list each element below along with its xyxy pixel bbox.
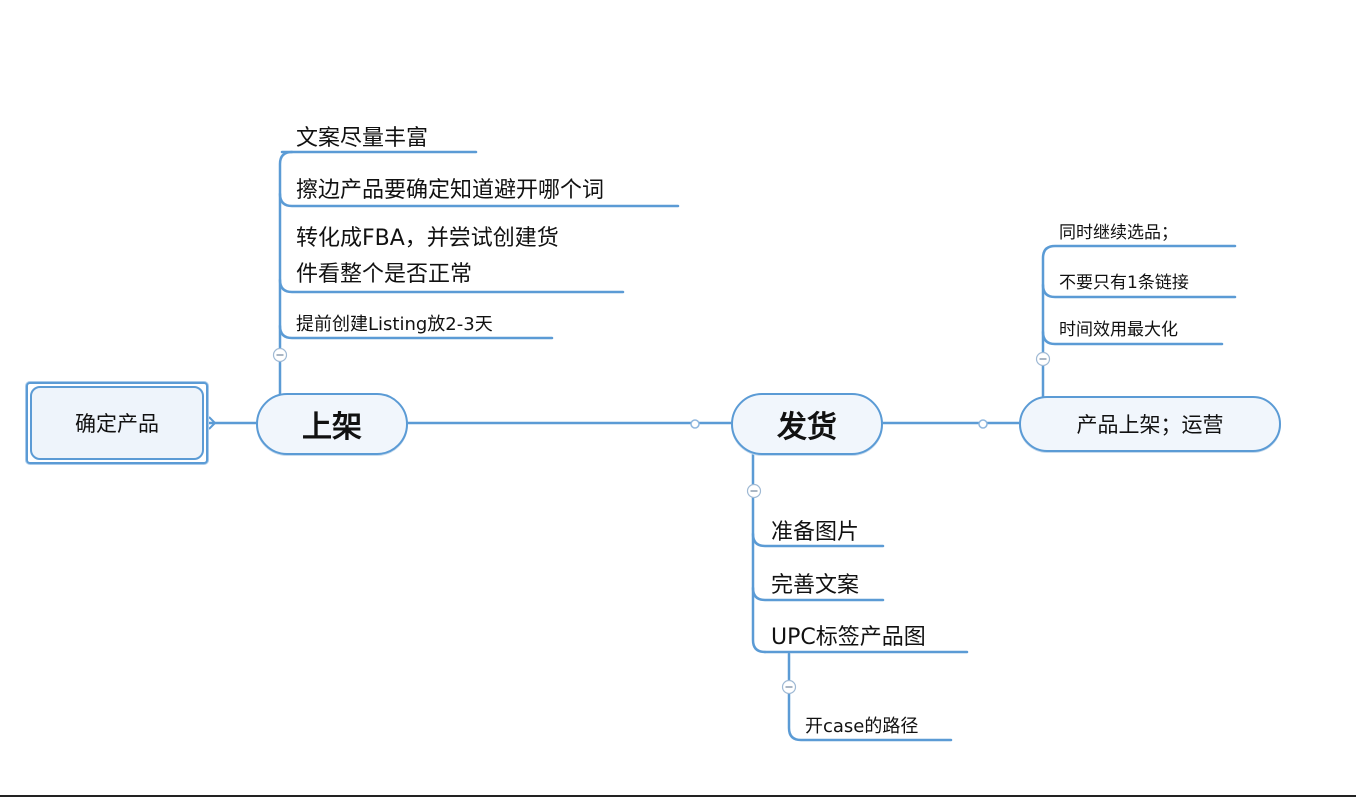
collapse-toggle-upc[interactable] [781, 679, 797, 695]
listing-leaf2-connector [278, 192, 680, 208]
listing-leaf4-connector [278, 324, 554, 340]
link-dot-listing-shipping [690, 419, 700, 429]
node-shipping[interactable]: 发货 [731, 393, 883, 455]
collapse-toggle-operations[interactable] [1035, 351, 1051, 367]
listing-leaf-3-line-2: 件看整个是否正常 [296, 262, 473, 287]
shipping-leaf-1[interactable]: 准备图片 [771, 520, 860, 545]
operations-leaf-2[interactable]: 不要只有1条链接 [1059, 273, 1189, 293]
shipping-leaf2-connector [751, 586, 885, 602]
listing-leaf-2[interactable]: 擦边产品要确定知道避开哪个词 [296, 178, 605, 203]
shipping-leaf1-connector [751, 532, 885, 548]
shipping-leaf-2[interactable]: 完善文案 [771, 573, 860, 598]
listing-leaf-4[interactable]: 提前创建Listing放2-3天 [296, 314, 493, 335]
shipping-leaf-3[interactable]: UPC标签产品图 [771, 625, 926, 650]
shipping-branch-trunk [751, 450, 767, 654]
upc-leaf-1[interactable]: 开case的路径 [805, 716, 919, 737]
collapse-toggle-shipping[interactable] [746, 483, 762, 499]
operations-leaf3-connector [1041, 330, 1224, 346]
upc-branch-connector [787, 652, 953, 742]
root-expand-marker [208, 416, 220, 430]
collapse-toggle-listing[interactable] [272, 347, 288, 363]
node-listing[interactable]: 上架 [256, 393, 408, 455]
root-node[interactable]: 确定产品 [26, 382, 208, 464]
listing-leaf-1[interactable]: 文案尽量丰富 [296, 126, 429, 151]
listing-leaf-3[interactable]: 转化成FBA，并尝试创建货 件看整个是否正常 [296, 221, 559, 293]
operations-leaf-1[interactable]: 同时继续选品； [1059, 223, 1178, 243]
link-dot-shipping-operations [978, 419, 988, 429]
node-operations[interactable]: 产品上架；运营 [1019, 396, 1281, 452]
listing-leaf-3-line-1: 转化成FBA，并尝试创建货 [296, 226, 559, 251]
listing-leaf3-connector [278, 278, 625, 294]
root-node-label: 确定产品 [30, 386, 204, 460]
operations-leaf2-connector [1041, 283, 1237, 299]
bottom-border [0, 795, 1356, 797]
operations-leaf-3[interactable]: 时间效用最大化 [1059, 320, 1178, 340]
operations-branch-trunk [1041, 244, 1237, 398]
